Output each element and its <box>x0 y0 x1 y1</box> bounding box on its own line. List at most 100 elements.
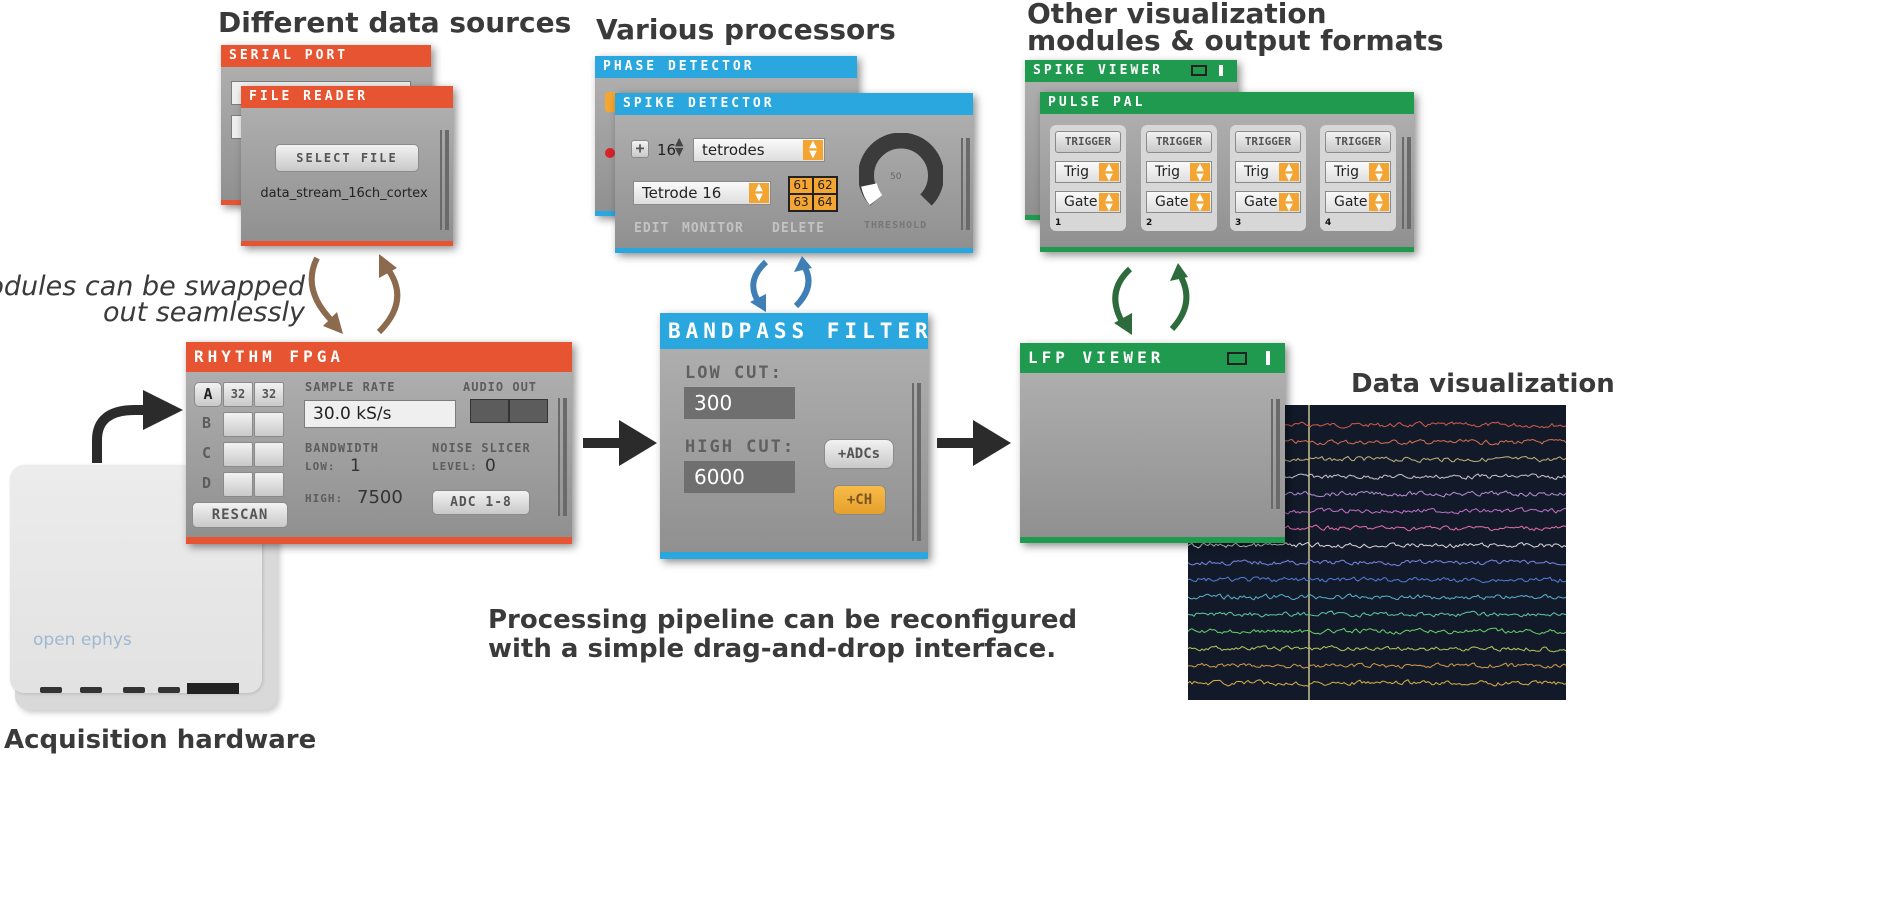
gate-select-3[interactable]: Gate▲▼ <box>1235 191 1301 213</box>
low-cut-field[interactable]: 300 <box>684 387 795 419</box>
gate-select-1[interactable]: Gate▲▼ <box>1055 191 1121 213</box>
caption-visualization-line2: modules & output formats <box>1027 24 1444 57</box>
level-value[interactable]: 0 <box>485 456 496 476</box>
port-row-a[interactable]: A 32 32 <box>194 382 290 407</box>
trace-line <box>1188 679 1566 687</box>
caption-processors: Various processors <box>596 13 896 46</box>
gate-select-2[interactable]: Gate▲▼ <box>1146 191 1212 213</box>
bandpass-footer <box>660 552 928 559</box>
window-icon[interactable] <box>1227 352 1247 365</box>
port-a-channel-2[interactable]: 32 <box>254 382 284 407</box>
caption-data-visualization: Data visualization <box>1351 369 1615 399</box>
tab-icon[interactable] <box>1266 351 1270 365</box>
port-b-channel-2[interactable] <box>254 412 284 437</box>
audio-out-left[interactable] <box>470 399 509 423</box>
channel-grid[interactable]: 61 62 63 64 <box>788 176 838 212</box>
port-a-button[interactable]: A <box>194 382 222 407</box>
channel-63[interactable]: 63 <box>790 195 812 210</box>
trig-value-4: Trig <box>1334 164 1360 180</box>
file-reader-module[interactable]: FILE READER SELECT FILE data_stream_16ch… <box>241 86 453 246</box>
chevron-updown-icon: ▲▼ <box>1190 193 1210 213</box>
audio-out-right[interactable] <box>509 399 548 423</box>
trace-line <box>1188 593 1566 601</box>
port-row-c[interactable]: C <box>194 442 290 467</box>
adc-button[interactable]: ADC 1-8 <box>432 490 530 515</box>
spike-detector-module[interactable]: SPIKE DETECTOR + 16 ▲▼ tetrodes ▲▼ Tetro… <box>615 93 973 253</box>
electrode-count-stepper-icon[interactable]: ▲▼ <box>675 135 684 158</box>
gate-select-4[interactable]: Gate▲▼ <box>1325 191 1391 213</box>
low-value[interactable]: 1 <box>350 456 361 476</box>
sample-rate-field[interactable]: 30.0 kS/s <box>304 400 456 428</box>
delete-button[interactable]: DELETE <box>772 221 825 236</box>
low-cut-label: LOW CUT: <box>685 363 783 383</box>
trig-select-3[interactable]: Trig▲▼ <box>1235 161 1301 183</box>
electrode-select[interactable]: Tetrode 16 ▲▼ <box>633 181 771 205</box>
trig-select-4[interactable]: Trig ▲▼ <box>1325 161 1391 183</box>
trace-line <box>1188 645 1566 653</box>
port-d-channel-2[interactable] <box>254 472 284 497</box>
trigger-button-3[interactable]: TRIGGER <box>1235 131 1301 153</box>
port-row-d[interactable]: D <box>194 472 290 497</box>
high-value[interactable]: 7500 <box>357 487 403 508</box>
trig-value-1: Trig <box>1064 164 1090 180</box>
rhythm-fpga-module[interactable]: RHYTHM FPGA A 32 32 B C D RESCAN SAMPLE … <box>186 342 572 544</box>
trace-line <box>1188 627 1566 635</box>
edit-button[interactable]: EDIT <box>634 221 670 236</box>
trace-line <box>1188 662 1566 670</box>
port-c-label: C <box>202 444 213 462</box>
spike-detector-header: SPIKE DETECTOR <box>615 93 973 115</box>
channel-62[interactable]: 62 <box>814 178 836 193</box>
port-d-channel-1[interactable] <box>223 472 253 497</box>
caption-data-sources: Different data sources <box>218 6 572 39</box>
tab-icon[interactable] <box>1219 65 1223 76</box>
pulse-pal-channel-2[interactable]: TRIGGER Trig▲▼ Gate▲▼ 2 <box>1141 125 1217 231</box>
pulse-pal-channel-1[interactable]: TRIGGER Trig▲▼ Gate▲▼ 1 <box>1050 125 1126 231</box>
trace-line <box>1188 542 1566 549</box>
pulse-pal-module[interactable]: PULSE PAL TRIGGER Trig▲▼ Gate▲▼ 1 TRIGGE… <box>1040 92 1414 252</box>
threshold-dial[interactable] <box>859 133 943 217</box>
trig-select-2[interactable]: Trig▲▼ <box>1146 161 1212 183</box>
trigger-button-4[interactable]: TRIGGER <box>1325 131 1391 153</box>
port-row-b[interactable]: B <box>194 412 290 437</box>
trigger-button-2[interactable]: TRIGGER <box>1146 131 1212 153</box>
port-c-channel-1[interactable] <box>223 442 253 467</box>
rhythm-fpga-footer <box>186 537 572 544</box>
spike-detector-scrollbar[interactable] <box>961 138 970 230</box>
add-ch-button[interactable]: +CH <box>833 485 886 515</box>
trig-select-1[interactable]: Trig ▲▼ <box>1055 161 1121 183</box>
pulse-pal-channel-3[interactable]: TRIGGER Trig▲▼ Gate▲▼ 3 <box>1230 125 1306 231</box>
high-label: HIGH: <box>305 492 344 505</box>
high-cut-field[interactable]: 6000 <box>684 461 795 493</box>
add-electrode-button[interactable]: + <box>631 140 649 158</box>
electrode-count[interactable]: 16 <box>657 141 677 159</box>
port-a-channel-1[interactable]: 32 <box>223 382 253 407</box>
lfp-viewer-scrollbar[interactable] <box>1271 399 1280 509</box>
caption-visualization-line1: Other visualization <box>1027 0 1327 30</box>
select-file-button[interactable]: SELECT FILE <box>275 144 419 172</box>
window-icon[interactable] <box>1191 65 1207 76</box>
monitor-button[interactable]: MONITOR <box>682 221 744 236</box>
channel-64[interactable]: 64 <box>814 195 836 210</box>
trigger-button-1[interactable]: TRIGGER <box>1055 131 1121 153</box>
file-reader-filename: data_stream_16ch_cortex <box>260 186 428 201</box>
bandpass-filter-module[interactable]: BANDPASS FILTER LOW CUT: 300 HIGH CUT: 6… <box>660 313 928 559</box>
electrode-type-select[interactable]: tetrodes ▲▼ <box>693 138 825 162</box>
port-c-channel-2[interactable] <box>254 442 284 467</box>
lfp-viewer-header: LFP VIEWER <box>1020 343 1285 373</box>
port-b-channel-1[interactable] <box>223 412 253 437</box>
chevron-updown-icon: ▲▼ <box>1369 163 1389 183</box>
lfp-viewer-module[interactable]: LFP VIEWER <box>1020 343 1285 543</box>
file-reader-scrollbar[interactable] <box>440 130 449 230</box>
chevron-updown-icon: ▲▼ <box>1099 163 1119 183</box>
bandpass-scrollbar[interactable] <box>912 383 921 541</box>
add-adcs-button[interactable]: +ADCs <box>824 439 894 469</box>
channel-number-2: 2 <box>1146 218 1153 228</box>
pulse-pal-header: PULSE PAL <box>1040 92 1414 114</box>
phase-detector-header: PHASE DETECTOR <box>595 56 857 78</box>
swap-arrows-green <box>1112 263 1190 335</box>
channel-61[interactable]: 61 <box>790 178 812 193</box>
pulse-pal-scrollbar[interactable] <box>1402 137 1411 229</box>
pulse-pal-channel-4[interactable]: TRIGGER Trig▲▼ Gate▲▼ 4 <box>1320 125 1396 231</box>
rescan-button[interactable]: RESCAN <box>192 502 288 528</box>
rhythm-fpga-scrollbar[interactable] <box>558 398 567 516</box>
